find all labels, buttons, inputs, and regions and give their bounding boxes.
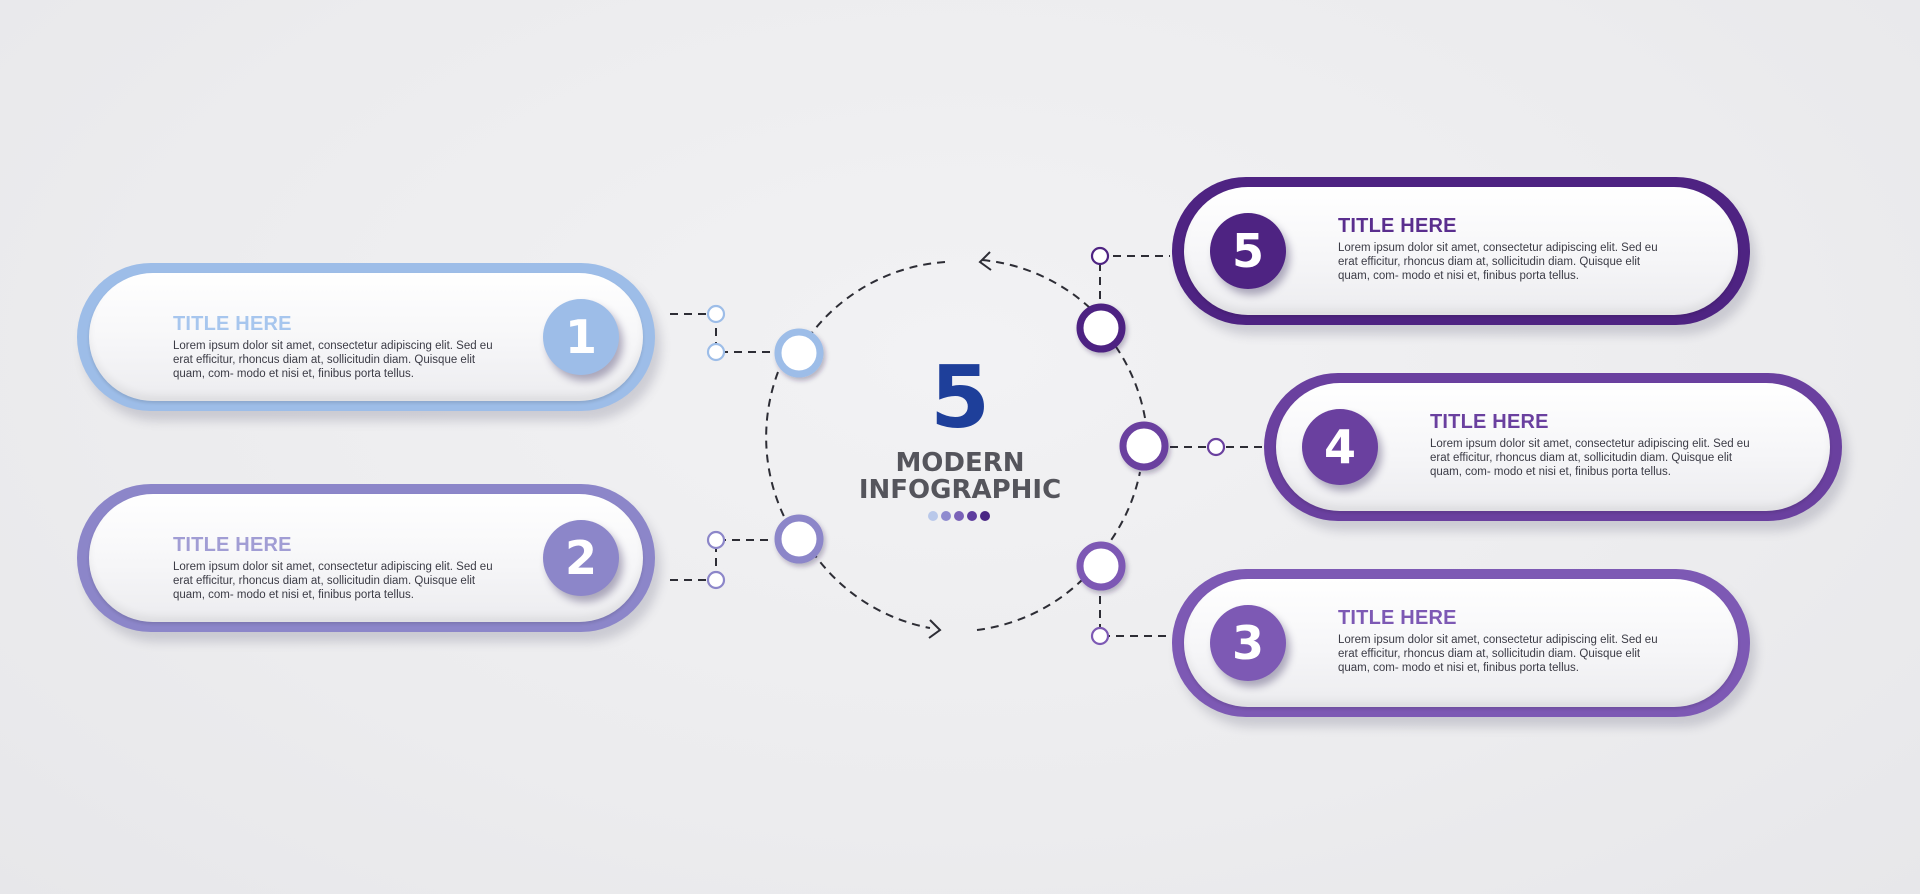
step-description: Lorem ipsum dolor sit amet, consectetur … <box>1338 242 1658 282</box>
step-description: Lorem ipsum dolor sit amet, consectetur … <box>173 561 493 601</box>
ring-node-3 <box>1076 541 1126 591</box>
step-card-3: 3 TITLE HERE Lorem ipsum dolor sit amet,… <box>1172 569 1750 717</box>
connector-dot <box>1206 437 1226 457</box>
connector-1 <box>670 313 770 353</box>
center-number: 5 <box>930 348 990 448</box>
step-number-badge: 3 <box>1210 605 1286 681</box>
center-dot <box>967 511 977 521</box>
step-number-badge: 2 <box>543 520 619 596</box>
connector-dot <box>706 342 726 362</box>
step-description: Lorem ipsum dolor sit amet, consectetur … <box>1430 438 1750 478</box>
step-number-badge: 4 <box>1302 409 1378 485</box>
connector-5 <box>1099 255 1170 313</box>
step-card-1: TITLE HERE Lorem ipsum dolor sit amet, c… <box>77 263 655 411</box>
step-card-2: TITLE HERE Lorem ipsum dolor sit amet, c… <box>77 484 655 632</box>
arrow-top-icon <box>978 251 992 271</box>
connector-dot <box>706 530 726 550</box>
center-dot <box>954 511 964 521</box>
ring-node-4 <box>1119 421 1169 471</box>
step-title: TITLE HERE <box>173 313 292 335</box>
ring-node-5 <box>1076 303 1126 353</box>
connector-dot <box>706 304 726 324</box>
center-title-line2: INFOGRAPHIC <box>858 475 1062 505</box>
connector-dot <box>706 570 726 590</box>
step-title: TITLE HERE <box>1430 411 1549 433</box>
step-title: TITLE HERE <box>1338 215 1457 237</box>
connector-dot <box>1090 246 1110 266</box>
arrow-bottom-icon <box>928 619 942 639</box>
step-title: TITLE HERE <box>1338 607 1457 629</box>
step-description: Lorem ipsum dolor sit amet, consectetur … <box>173 340 493 380</box>
ring-node-1 <box>774 328 824 378</box>
ring-node-2 <box>774 514 824 564</box>
center-dot <box>941 511 951 521</box>
center-dot <box>980 511 990 521</box>
center-title: MODERN INFOGRAPHIC <box>840 450 1080 504</box>
step-number-badge: 5 <box>1210 213 1286 289</box>
step-card-5: 5 TITLE HERE Lorem ipsum dolor sit amet,… <box>1172 177 1750 325</box>
connector-3 <box>1099 582 1170 637</box>
step-card-4: 4 TITLE HERE Lorem ipsum dolor sit amet,… <box>1264 373 1842 521</box>
center-dot <box>928 511 938 521</box>
step-number-badge: 1 <box>543 299 619 375</box>
step-title: TITLE HERE <box>173 534 292 556</box>
step-description: Lorem ipsum dolor sit amet, consectetur … <box>1338 634 1658 674</box>
connector-2 <box>670 539 770 581</box>
center-title-line1: MODERN <box>895 448 1025 478</box>
connector-dot <box>1090 626 1110 646</box>
